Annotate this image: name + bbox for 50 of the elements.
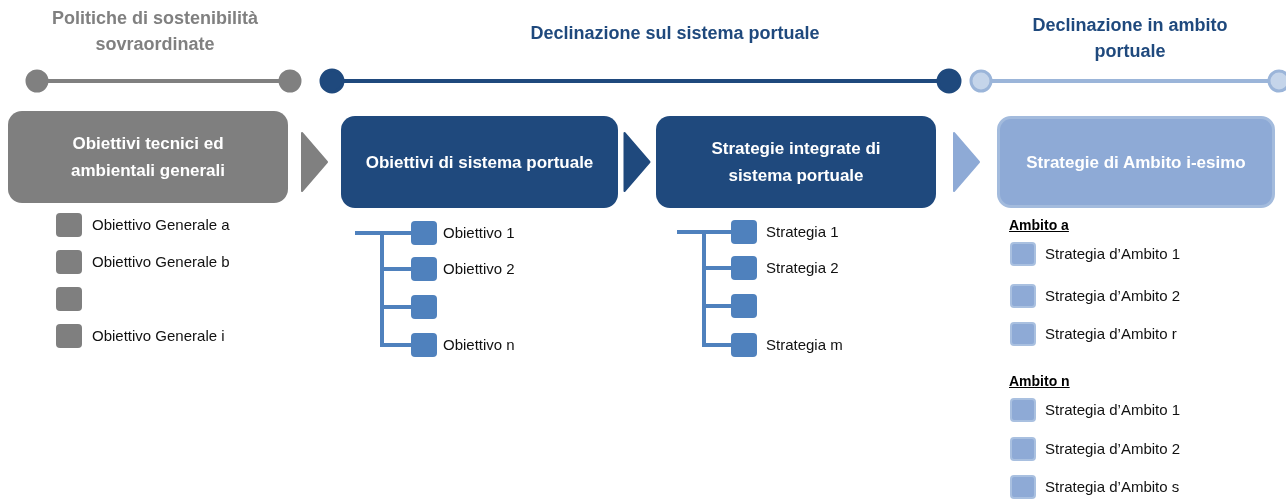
bullet-square: [411, 221, 437, 245]
bullet-square: [1010, 322, 1036, 346]
group-heading: Ambito n: [1009, 373, 1070, 389]
bullet-square: [56, 250, 82, 274]
bullet-square: [731, 333, 757, 357]
bullet-square: [731, 220, 757, 244]
bullet-square: [731, 294, 757, 318]
item-label: Obiettivo 1: [443, 223, 515, 243]
bullet-square: [1010, 475, 1036, 499]
box-title: Strategie di Ambito i-esimo: [1026, 151, 1246, 174]
section-heading: Politiche di sostenibilità sovraordinate: [50, 7, 259, 56]
tree-connector: [677, 230, 731, 347]
chevron-arrow: [623, 132, 651, 192]
item-label: Obiettivo n: [443, 335, 515, 355]
bullet-square: [56, 287, 82, 311]
process-box: [341, 116, 618, 208]
section-heading: Declinazione in ambito portuale: [1031, 14, 1229, 63]
box-title: Obiettivi di sistema portuale: [365, 151, 594, 174]
bullet-square: [1010, 398, 1036, 422]
bullet-square: [1010, 242, 1036, 266]
section-heading: Declinazione sul sistema portuale: [529, 22, 821, 45]
bullet-square: [411, 333, 437, 357]
chevron-arrow: [301, 132, 328, 192]
item-label: Strategia d’Ambito 2: [1045, 439, 1181, 459]
box-title: Obiettivi tecnici ed ambientali generali: [70, 133, 226, 182]
bullet-square: [1010, 284, 1036, 308]
item-label: Obiettivo 2: [443, 259, 515, 279]
process-box: [997, 116, 1275, 208]
item-label: Strategia d’Ambito r: [1045, 324, 1177, 344]
bullet-square: [411, 257, 437, 281]
bullet-square: [731, 256, 757, 280]
group-heading: Ambito a: [1009, 217, 1069, 233]
process-box: [8, 111, 288, 203]
item-label: Obiettivo Generale a: [92, 215, 230, 235]
item-label: Strategia d’Ambito 1: [1045, 400, 1181, 420]
item-label: Obiettivo Generale b: [92, 252, 230, 272]
box-title: Strategie integrate di sistema portuale: [710, 138, 882, 187]
bullet-square: [1010, 437, 1036, 461]
item-label: Obiettivo Generale i: [92, 326, 225, 346]
item-label: Strategia m: [766, 335, 843, 355]
item-label: Strategia 1: [766, 222, 839, 242]
item-label: Strategia d’Ambito 1: [1045, 244, 1181, 264]
item-label: Strategia d’Ambito s: [1045, 477, 1180, 497]
item-label: Strategia d’Ambito 2: [1045, 286, 1181, 306]
bullet-square: [56, 324, 82, 348]
bullet-square: [411, 295, 437, 319]
chevron-arrow: [953, 132, 980, 192]
bullet-square: [56, 213, 82, 237]
item-label: Strategia 2: [766, 258, 839, 278]
process-box: [656, 116, 936, 208]
